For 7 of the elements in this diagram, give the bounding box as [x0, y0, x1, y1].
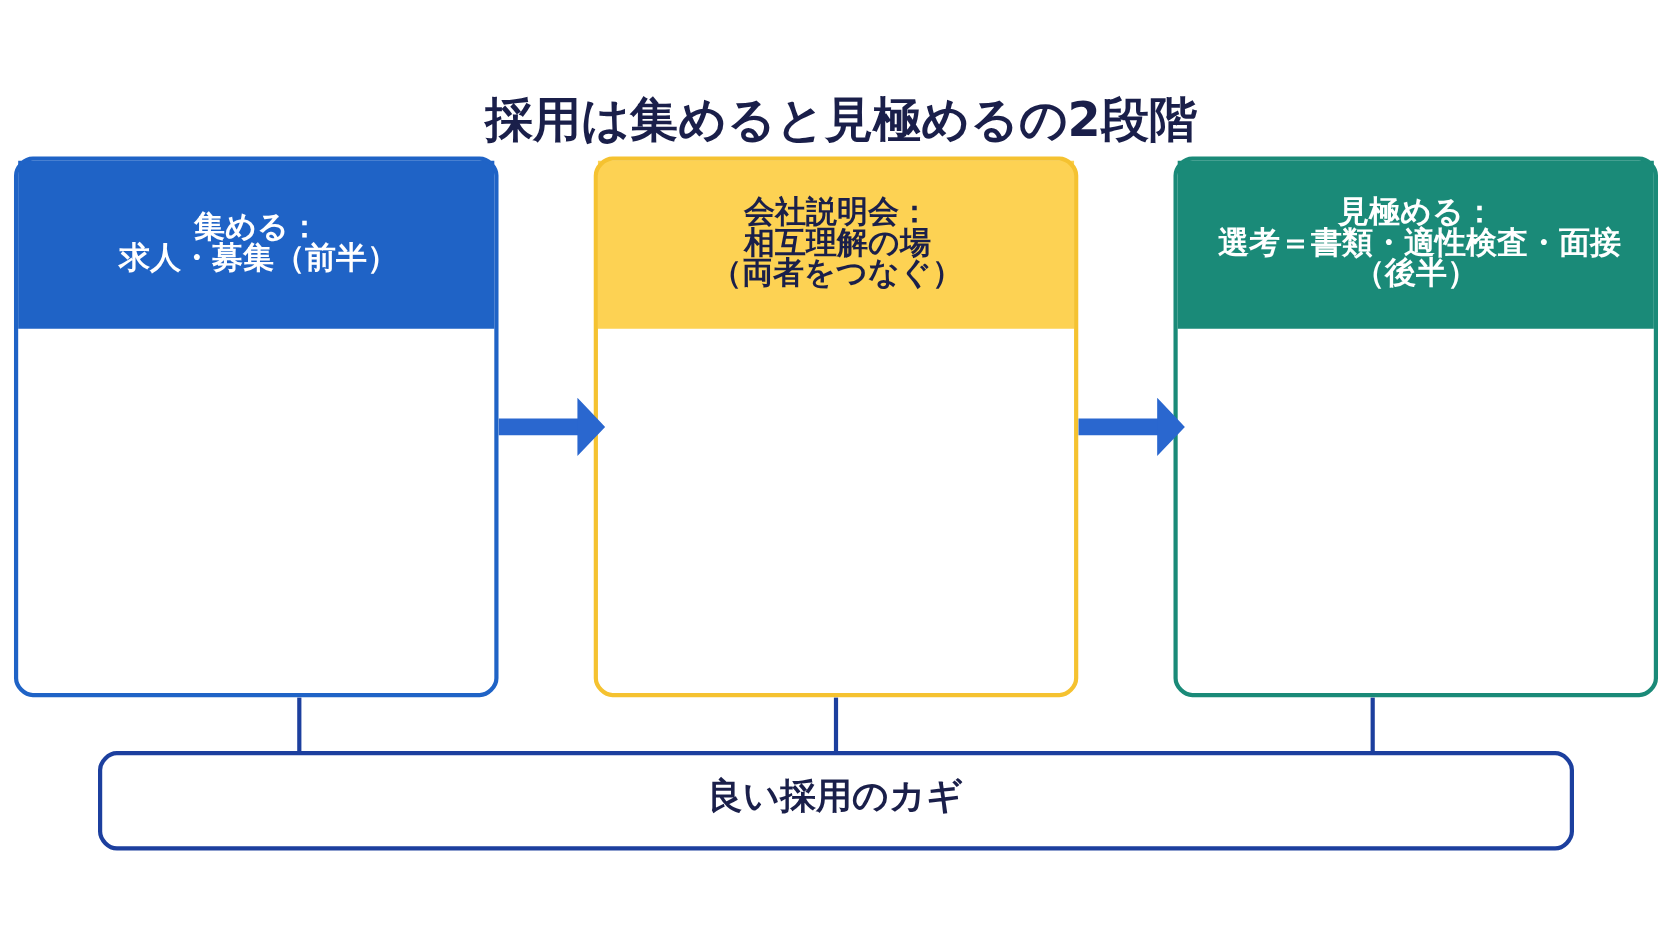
arrow	[498, 397, 606, 456]
diagram-title: 採用は集めると見極めるの2段階	[484, 91, 1197, 147]
node-box: 良い採用のカギ	[98, 750, 1574, 850]
connector	[833, 697, 839, 753]
arrow	[1078, 397, 1185, 456]
connector	[1370, 697, 1375, 753]
connector	[297, 697, 302, 753]
